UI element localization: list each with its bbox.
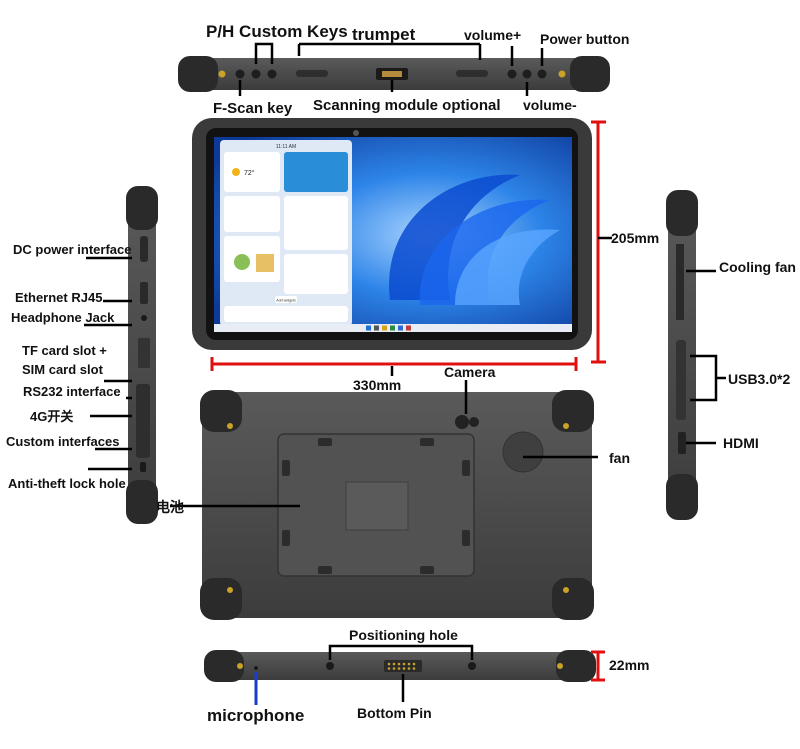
label-power-button: Power button	[540, 31, 629, 47]
label-f-scan-key: F-Scan key	[213, 100, 293, 117]
dc-port	[140, 236, 148, 262]
rs232-cover	[136, 384, 150, 458]
label-dc-power: DC power interface	[13, 242, 131, 257]
volume-minus-key	[522, 69, 532, 79]
bottom-edge-view	[204, 650, 596, 682]
label-ethernet: Ethernet RJ45	[15, 290, 102, 305]
rear-camera	[455, 415, 469, 429]
label-sim-card: SIM card slot	[22, 362, 104, 377]
label-usb: USB3.0*2	[728, 371, 790, 387]
rear-fan-grill	[502, 431, 544, 473]
rj45-port	[140, 282, 148, 304]
label-width-dim: 330mm	[353, 377, 401, 393]
headphone-port	[141, 315, 147, 321]
hdmi-port	[678, 432, 686, 454]
p-custom-key	[251, 69, 261, 79]
label-camera: Camera	[444, 364, 496, 380]
label-positioning-hole: Positioning hole	[349, 627, 458, 643]
h-custom-key	[267, 69, 277, 79]
label-custom-interfaces: Custom interfaces	[6, 434, 119, 449]
label-volume-minus: volume-	[523, 97, 577, 113]
positioning-hole-right	[468, 662, 476, 670]
label-ph-custom-keys: P/H Custom Keys	[206, 22, 348, 41]
antitheft-hole	[140, 462, 146, 472]
cooling-vent	[676, 244, 684, 320]
positioning-hole-left	[326, 662, 334, 670]
left-edge-view	[126, 186, 158, 524]
front-view: 11:11 AM 72° Add widgets	[192, 118, 592, 350]
power-key	[537, 69, 547, 79]
speaker-grill-right	[456, 70, 488, 77]
label-battery: 电池	[156, 499, 184, 515]
microphone-hole	[254, 666, 258, 670]
label-trumpet: trumpet	[352, 25, 416, 44]
label-scanning-module: Scanning module optional	[313, 97, 501, 114]
tf-sim-slot	[138, 338, 150, 368]
top-edge-view	[178, 56, 610, 92]
label-bottom-pin: Bottom Pin	[357, 705, 432, 721]
screen-weather-temp: 72°	[244, 169, 255, 177]
label-fan: fan	[609, 450, 630, 466]
label-cooling-fan: Cooling fan	[719, 259, 796, 275]
label-4g-switch: 4G开关	[30, 409, 73, 424]
screen-add-widgets: Add widgets	[276, 299, 296, 303]
volume-plus-key	[507, 69, 517, 79]
label-volume-plus: volume+	[464, 27, 521, 43]
label-microphone: microphone	[207, 706, 304, 725]
label-thickness-dim: 22mm	[609, 657, 649, 673]
label-hdmi: HDMI	[723, 435, 759, 451]
screen-time: 11:11 AM	[276, 144, 296, 150]
label-headphone: Headphone Jack	[11, 310, 115, 325]
label-tf-card: TF card slot +	[22, 343, 107, 358]
speaker-grill-left	[296, 70, 328, 77]
back-view	[200, 390, 594, 620]
pogo-pin-connector	[384, 660, 422, 672]
right-edge-view	[666, 190, 698, 520]
port-cover	[676, 340, 686, 420]
label-height-dim: 205mm	[611, 230, 659, 246]
label-rs232: RS232 interface	[23, 384, 121, 399]
f-scan-key-button	[235, 69, 245, 79]
label-antitheft: Anti-theft lock hole	[8, 476, 126, 491]
front-camera-dot	[353, 130, 359, 136]
